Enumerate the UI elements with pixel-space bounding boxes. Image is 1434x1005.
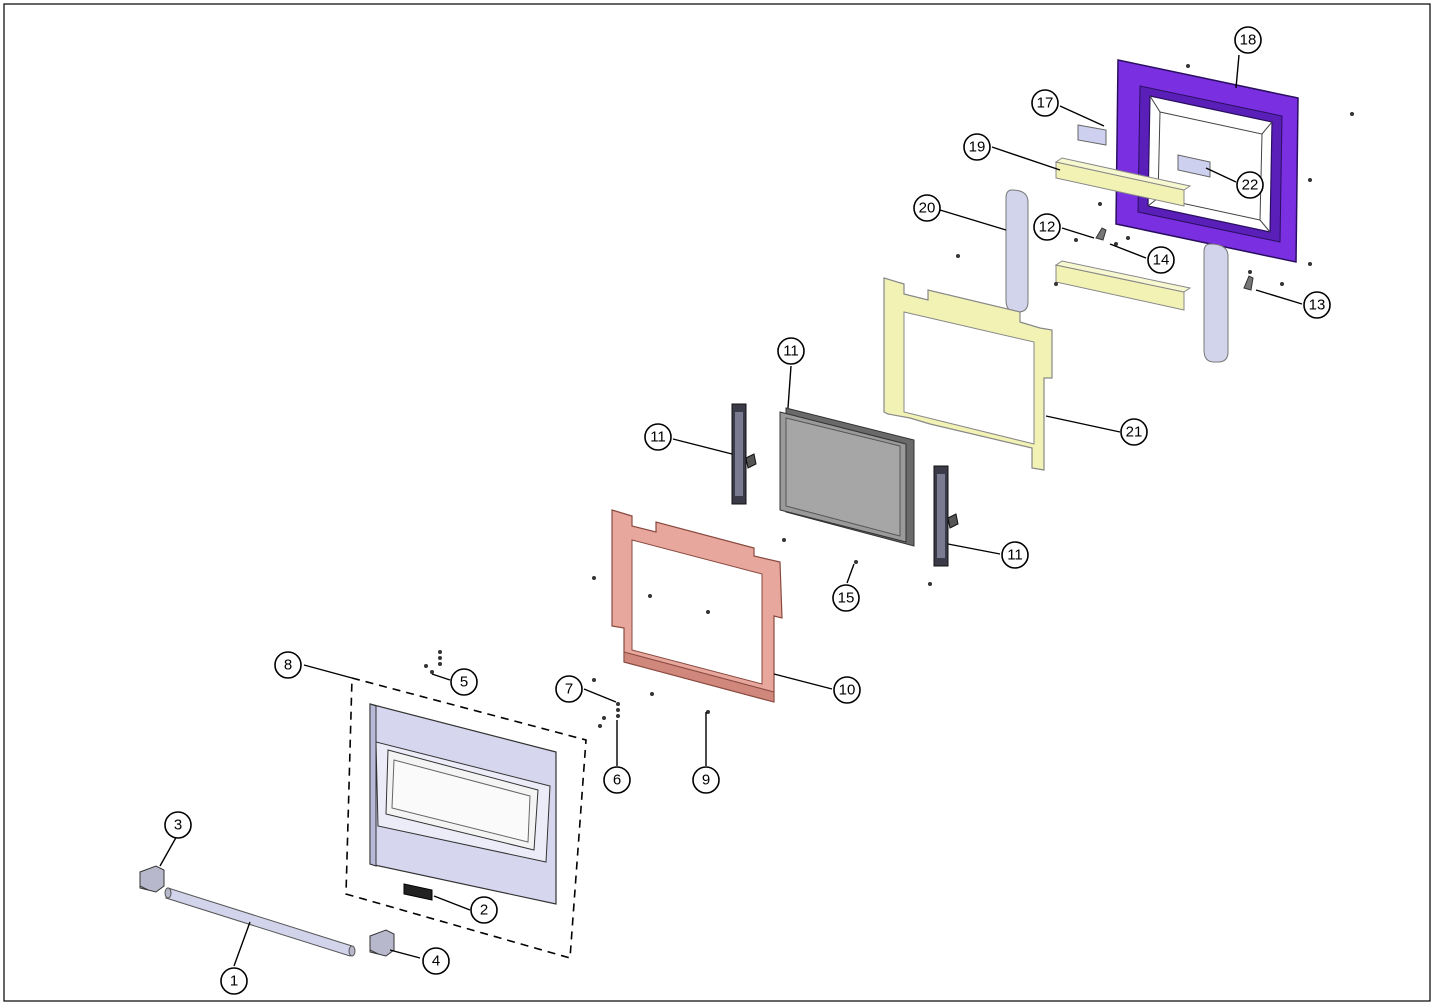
part-glass-pack [779, 407, 915, 547]
callout-18-label: 18 [1240, 32, 1257, 49]
callout-17-label: 17 [1037, 95, 1054, 112]
screws [424, 64, 1354, 728]
callout-4: 4 [422, 947, 450, 975]
callout-11-left: 11 [644, 423, 672, 451]
callout-4-label: 4 [432, 953, 440, 970]
callout-14-label: 13 [1309, 297, 1326, 314]
callout-12: 11 [777, 337, 805, 365]
callout-15: 14 [1147, 246, 1175, 274]
part-hinges [731, 403, 959, 567]
callout-10-label: 10 [839, 682, 856, 699]
part-clips [1095, 227, 1254, 291]
callout-19: 19 [963, 133, 991, 161]
callout-20: 20 [913, 194, 941, 222]
callout-22-label: 22 [1242, 177, 1259, 194]
callout-8: 8 [274, 651, 302, 679]
callout-22: 22 [1236, 171, 1264, 199]
callout-1-label: 1 [230, 973, 238, 990]
callout-7-label: 7 [565, 681, 573, 698]
part-handle-bar [164, 887, 356, 957]
callout-5-label: 5 [460, 674, 468, 691]
callout-12-label: 11 [783, 343, 799, 360]
part-insulation-strips [1054, 157, 1192, 311]
callout-20-label: 20 [919, 200, 936, 217]
drawing-border [3, 3, 1431, 1002]
callout-16: 15 [832, 584, 860, 612]
callout-9: 9 [692, 766, 720, 794]
callout-6-label: 6 [613, 772, 621, 789]
callout-5: 5 [450, 668, 478, 696]
callout-3: 3 [164, 811, 192, 839]
part-label-17 [1077, 124, 1107, 146]
callout-13-label: 12 [1039, 219, 1056, 236]
callout-7: 7 [555, 675, 583, 703]
part-insulation-frame [883, 277, 1053, 471]
callout-14: 13 [1303, 291, 1331, 319]
callout-21: 21 [1120, 418, 1148, 446]
leader-lines [159, 54, 1303, 967]
callout-1: 1 [220, 967, 248, 995]
callout-15-label: 14 [1153, 252, 1170, 269]
part-badge [403, 883, 433, 901]
callout-11-right-label: 11 [1007, 547, 1023, 564]
callout-8-label: 8 [284, 657, 292, 674]
callout-18: 18 [1234, 26, 1262, 54]
callout-11-right: 11 [1001, 541, 1029, 569]
part-inner-glass-frame [611, 509, 783, 703]
callout-13: 12 [1033, 213, 1061, 241]
part-outer-door [345, 676, 587, 960]
callout-10: 10 [833, 676, 861, 704]
part-label-22 [1177, 154, 1211, 178]
callout-2: 2 [470, 896, 498, 924]
callout-19-label: 19 [969, 139, 986, 156]
callout-11-left-label: 11 [650, 429, 666, 446]
callout-3-label: 3 [174, 817, 182, 834]
callout-17: 17 [1031, 89, 1059, 117]
part-handle-brackets [139, 865, 395, 957]
callout-2-label: 2 [480, 902, 488, 919]
callout-6: 6 [603, 766, 631, 794]
callout-16-label: 15 [838, 590, 855, 607]
callout-21-label: 21 [1126, 424, 1143, 441]
callout-9-label: 9 [702, 772, 710, 789]
